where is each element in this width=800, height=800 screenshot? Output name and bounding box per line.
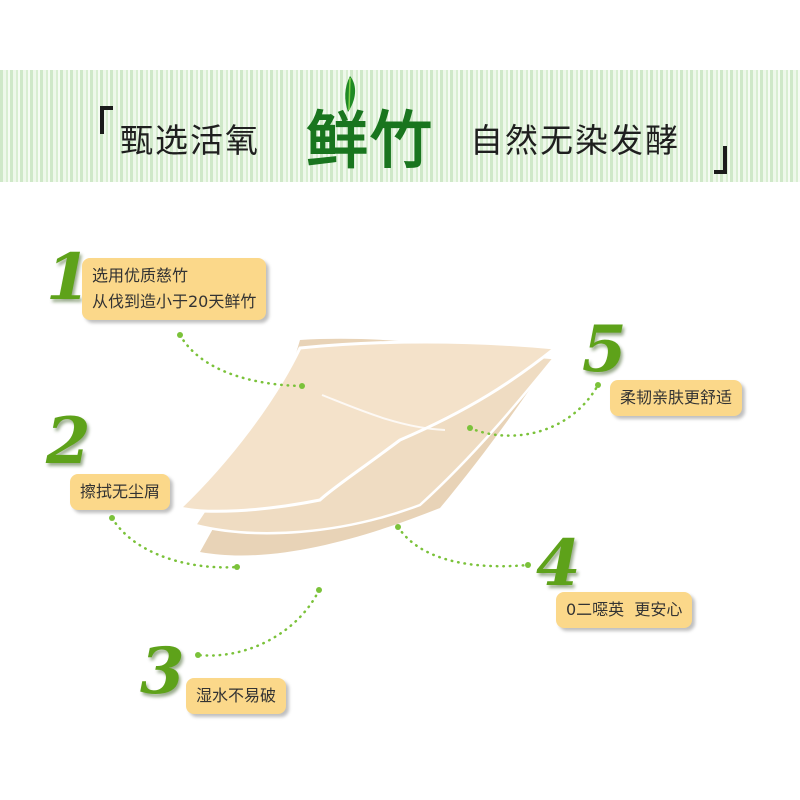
connector-dot	[395, 524, 401, 530]
connector-2	[110, 516, 239, 569]
connector-dot	[316, 587, 322, 593]
connector-dot	[195, 652, 201, 658]
feature-5-number: 5	[582, 312, 627, 387]
bamboo-leaf-icon	[345, 76, 356, 112]
left-bracket	[100, 106, 113, 134]
feature-3-number: 3	[140, 634, 185, 709]
headline-accent-text: 鲜竹	[306, 104, 435, 177]
feature-1-line-2: 从伐到造小于20天鲜竹	[92, 292, 257, 311]
headline-left-text: 甄选活氧	[120, 121, 260, 160]
feature-4-label: 0二噁英 更安心	[556, 592, 693, 628]
connector-dot	[177, 332, 183, 338]
header-banner	[0, 70, 800, 182]
feature-5-line-1: 柔韧亲肤更舒适	[620, 388, 733, 407]
feature-1-line-1: 选用优质慈竹	[92, 266, 189, 285]
feature-3-line-1: 湿水不易破	[196, 686, 277, 705]
connector-dot	[595, 382, 601, 388]
feature-5-label: 柔韧亲肤更舒适	[610, 380, 743, 416]
tissue-fold-line	[321, 394, 446, 431]
connector-dot	[109, 515, 115, 521]
connector-dot	[234, 564, 240, 570]
connector-dot	[299, 383, 305, 389]
connector-dot	[525, 562, 531, 568]
connector-1	[178, 333, 304, 388]
connector-3	[196, 588, 321, 657]
connector-dot	[467, 425, 473, 431]
right-bracket	[714, 146, 727, 174]
feature-4-number: 4	[536, 526, 581, 601]
headline-right-text: 自然无染发酵	[470, 121, 680, 160]
feature-4-line-1: 0二噁英 更安心	[566, 600, 683, 619]
feature-2-number: 2	[46, 404, 91, 479]
feature-1-label: 选用优质慈竹 从伐到造小于20天鲜竹	[82, 258, 267, 320]
connector-4	[396, 525, 530, 568]
feature-2-line-1: 擦拭无尘屑	[80, 482, 161, 501]
tissue-layer-front	[176, 340, 559, 513]
feature-2-label: 擦拭无尘屑	[70, 474, 171, 510]
feature-3-label: 湿水不易破	[186, 678, 287, 714]
